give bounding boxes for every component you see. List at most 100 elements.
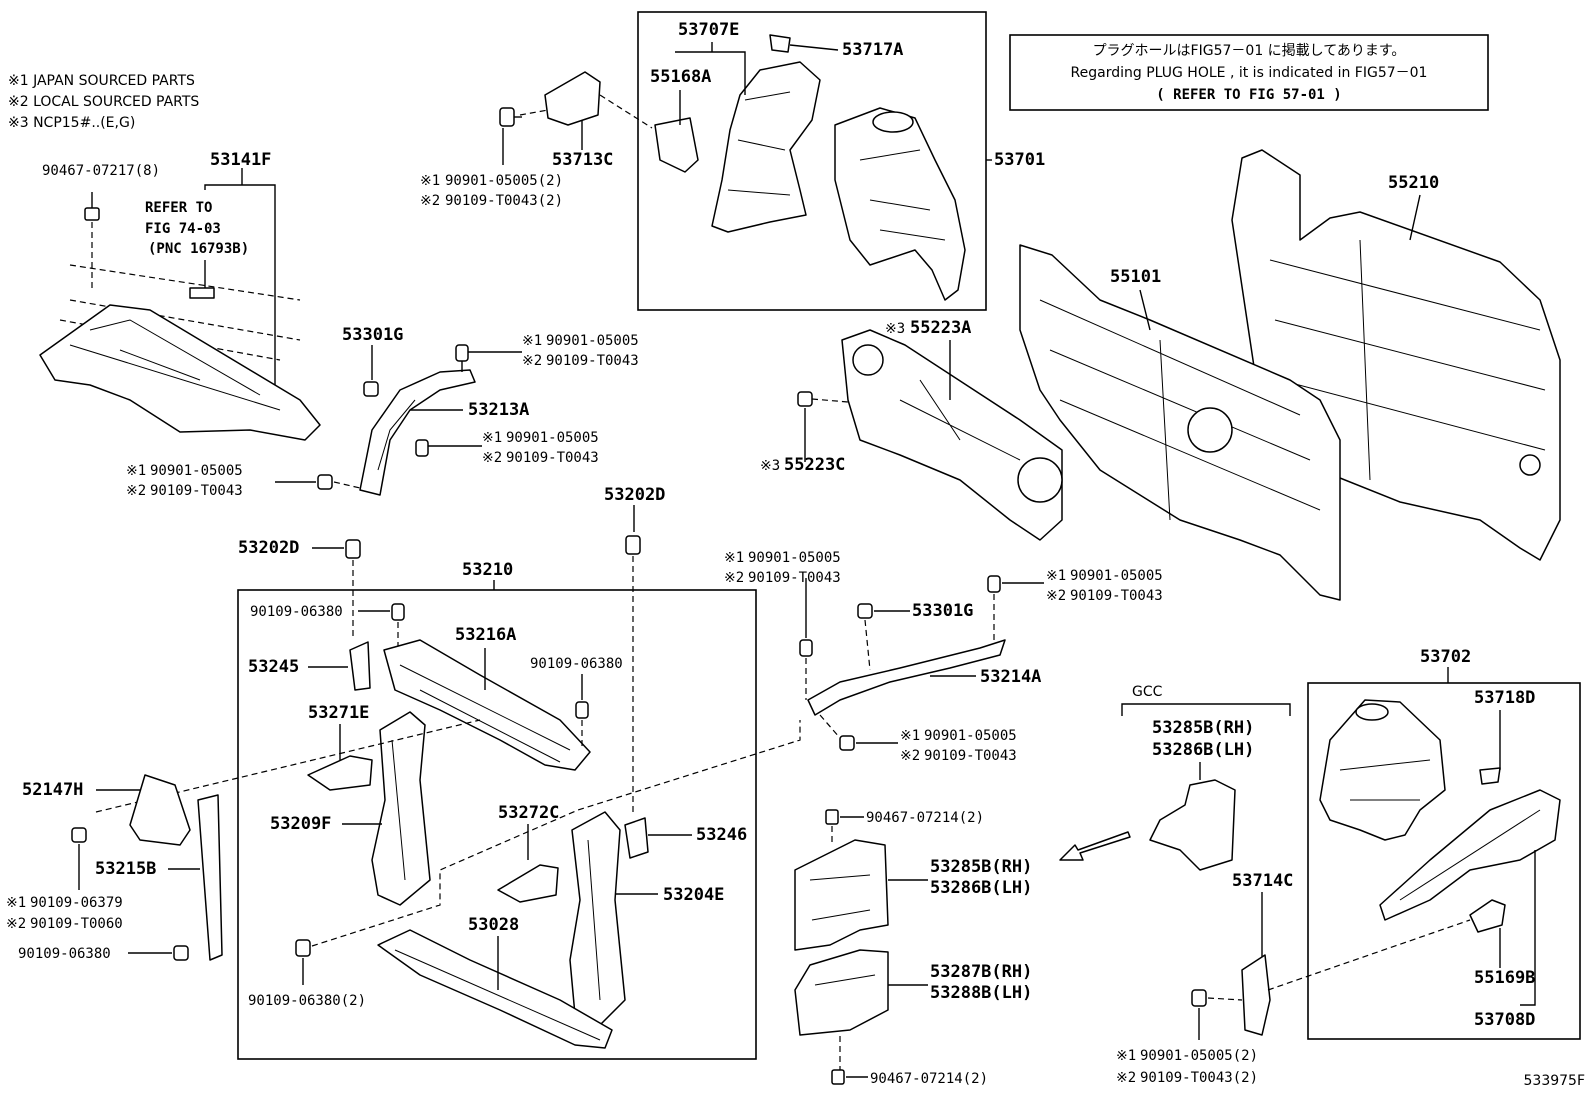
callout-2-mark-2: ※2: [522, 353, 542, 369]
bracket-53246: [624, 817, 649, 859]
brace-53215b: [197, 794, 223, 961]
callout-6-mark-2: ※2: [1046, 588, 1066, 604]
bolt-icon: [391, 603, 405, 621]
refer-line-3: (PNC 16793B): [148, 241, 249, 257]
callout-1-mark: ※1: [420, 173, 440, 189]
dash-bolt-8: [1207, 997, 1243, 1001]
label-90109-t0060: 90109-T0060: [30, 916, 123, 932]
group-53701-box: 53707E 53717A 55168A: [637, 11, 987, 311]
bolt-icon: [839, 735, 855, 751]
liner-53285b-gcc: [1149, 779, 1236, 871]
callout-2-part-b: 90109-T0043: [546, 353, 639, 369]
label-53701: 53701: [994, 150, 1045, 170]
callout-2-part-a: 90901-05005: [546, 333, 639, 349]
note-japan-sourced: ※1 JAPAN SOURCED PARTS: [8, 73, 195, 89]
label-55223c: 55223C: [784, 455, 845, 475]
bolt-icon: [987, 575, 1001, 593]
group-fender-liners: 90467-07214(2) 53285B(RH) 53286B(LH) 532…: [794, 684, 1291, 1087]
liner-53287b: [794, 949, 889, 1036]
info-box-line-1: プラグホールはFIG57－01 に掲載してあります。: [1093, 43, 1406, 59]
strut-tower-53702-cap: [1355, 703, 1389, 721]
group-53702-box: 53702 53718D 55169B 53708D: [1307, 647, 1581, 1040]
group-53214a: ※1 90901-05005 ※2 90109-T0043 53301G 532…: [724, 550, 1163, 764]
label-53215b: 53215B: [95, 859, 156, 879]
label-53246: 53246: [696, 825, 747, 845]
apron-53708d-detail: [1399, 809, 1541, 901]
label-53717a: 53717A: [842, 40, 903, 60]
group-53701-frame: [637, 11, 987, 311]
panel-55210-detail: [1269, 239, 1546, 481]
bolt-icon: [317, 474, 333, 490]
refer-line-1: REFER TO: [145, 200, 212, 216]
label-53141f: 53141F: [210, 150, 271, 170]
strut-tower-53702: [1319, 699, 1446, 841]
label-53708d: 53708D: [1474, 1010, 1535, 1030]
liner-53285b: [794, 839, 889, 951]
clip-icon: [797, 391, 813, 407]
callout-7-mark-2: ※2: [900, 748, 920, 764]
label-55169b: 55169B: [1474, 968, 1535, 988]
bracket-55169b: [1469, 899, 1506, 933]
cover-detail: [69, 319, 281, 411]
strut-tower-detail: [859, 149, 946, 241]
strut-tower-53701: [834, 107, 966, 301]
label-53204e: 53204E: [663, 885, 724, 905]
note-mark-3a: ※3: [885, 321, 905, 337]
label-90109-06380-b: 90109-06380: [530, 656, 623, 672]
bolt-icon: [625, 535, 641, 555]
refer-line-2: FIG 74-03: [145, 221, 221, 237]
callout-8-part-b: 90109-T0043(2): [1140, 1070, 1258, 1086]
panel-55101-hole: [1187, 407, 1233, 453]
leader-53717a: [789, 44, 839, 51]
bolt-icon: [1191, 989, 1207, 1007]
lower-support-detail: [394, 949, 601, 1041]
callout-left-mark: ※1: [6, 895, 26, 911]
group-53141f: 90467-07217(8) 53141F REFER TO FIG 74-03…: [39, 150, 321, 441]
group-53702-frame: [1307, 682, 1581, 1040]
label-53271e: 53271E: [308, 703, 369, 723]
bolt-icon: [71, 827, 87, 843]
clip-icon: [825, 809, 839, 825]
label-53028: 53028: [468, 915, 519, 935]
group-53210-frame: [237, 589, 757, 1060]
callout-3-mark-2: ※2: [482, 450, 502, 466]
callout-3-part-a: 90901-05005: [506, 430, 599, 446]
callout-4-mark: ※1: [126, 463, 146, 479]
side-support-detail: [391, 739, 406, 881]
label-53202d-a: 53202D: [238, 538, 299, 558]
dash-53713c: [599, 94, 653, 129]
bracket-53245: [349, 641, 371, 691]
leader-55101: [1139, 289, 1151, 331]
callout-7-part-a: 90901-05005: [924, 728, 1017, 744]
label-53216a: 53216A: [455, 625, 516, 645]
callout-8-mark-2: ※2: [1116, 1070, 1136, 1086]
callout-8-mark: ※1: [1116, 1048, 1136, 1064]
panel-55210-hole: [1519, 454, 1541, 476]
leader-53141f: [204, 184, 276, 420]
dash-bolt-53713c: [519, 109, 549, 116]
strut-tower-53702-detail: [1339, 759, 1431, 801]
dash-53714c: [1267, 919, 1471, 991]
label-53202d-b: 53202D: [604, 485, 665, 505]
note-ncp15: ※3 NCP15#..(E,G): [8, 115, 135, 131]
lower-support-53028: [377, 929, 613, 1049]
silencer-hole-2: [1017, 457, 1063, 503]
upper-support-53216a: [383, 639, 591, 771]
label-55223a: 55223A: [910, 318, 971, 338]
callout-7-mark: ※1: [900, 728, 920, 744]
dash-55223c: [811, 398, 849, 403]
label-53213a: 53213A: [468, 400, 529, 420]
label-90109-06380-d: 90109-06380(2): [248, 993, 366, 1009]
label-53301g-a: 53301G: [342, 325, 403, 345]
label-90109-06379: 90109-06379: [30, 895, 123, 911]
label-53707e: 53707E: [678, 20, 739, 40]
group-53213a: 53301G 53213A ※1 90901-05005 ※2 90109-T0…: [126, 325, 639, 499]
label-53286b-b: 53286B(LH): [930, 878, 1032, 898]
side-support-53204e-detail: [587, 839, 601, 1001]
callout-1-mark-2: ※2: [420, 193, 440, 209]
group-53210-box: 53210 53202D 53202D 90109-06380 53216A 5…: [95, 485, 801, 1060]
silencer-hole-1: [852, 344, 884, 376]
group-left-brackets: 52147H 53215B ※1 90109-06379 ※2 90109-T0…: [6, 774, 223, 962]
bracket-gcc: [1121, 703, 1291, 716]
